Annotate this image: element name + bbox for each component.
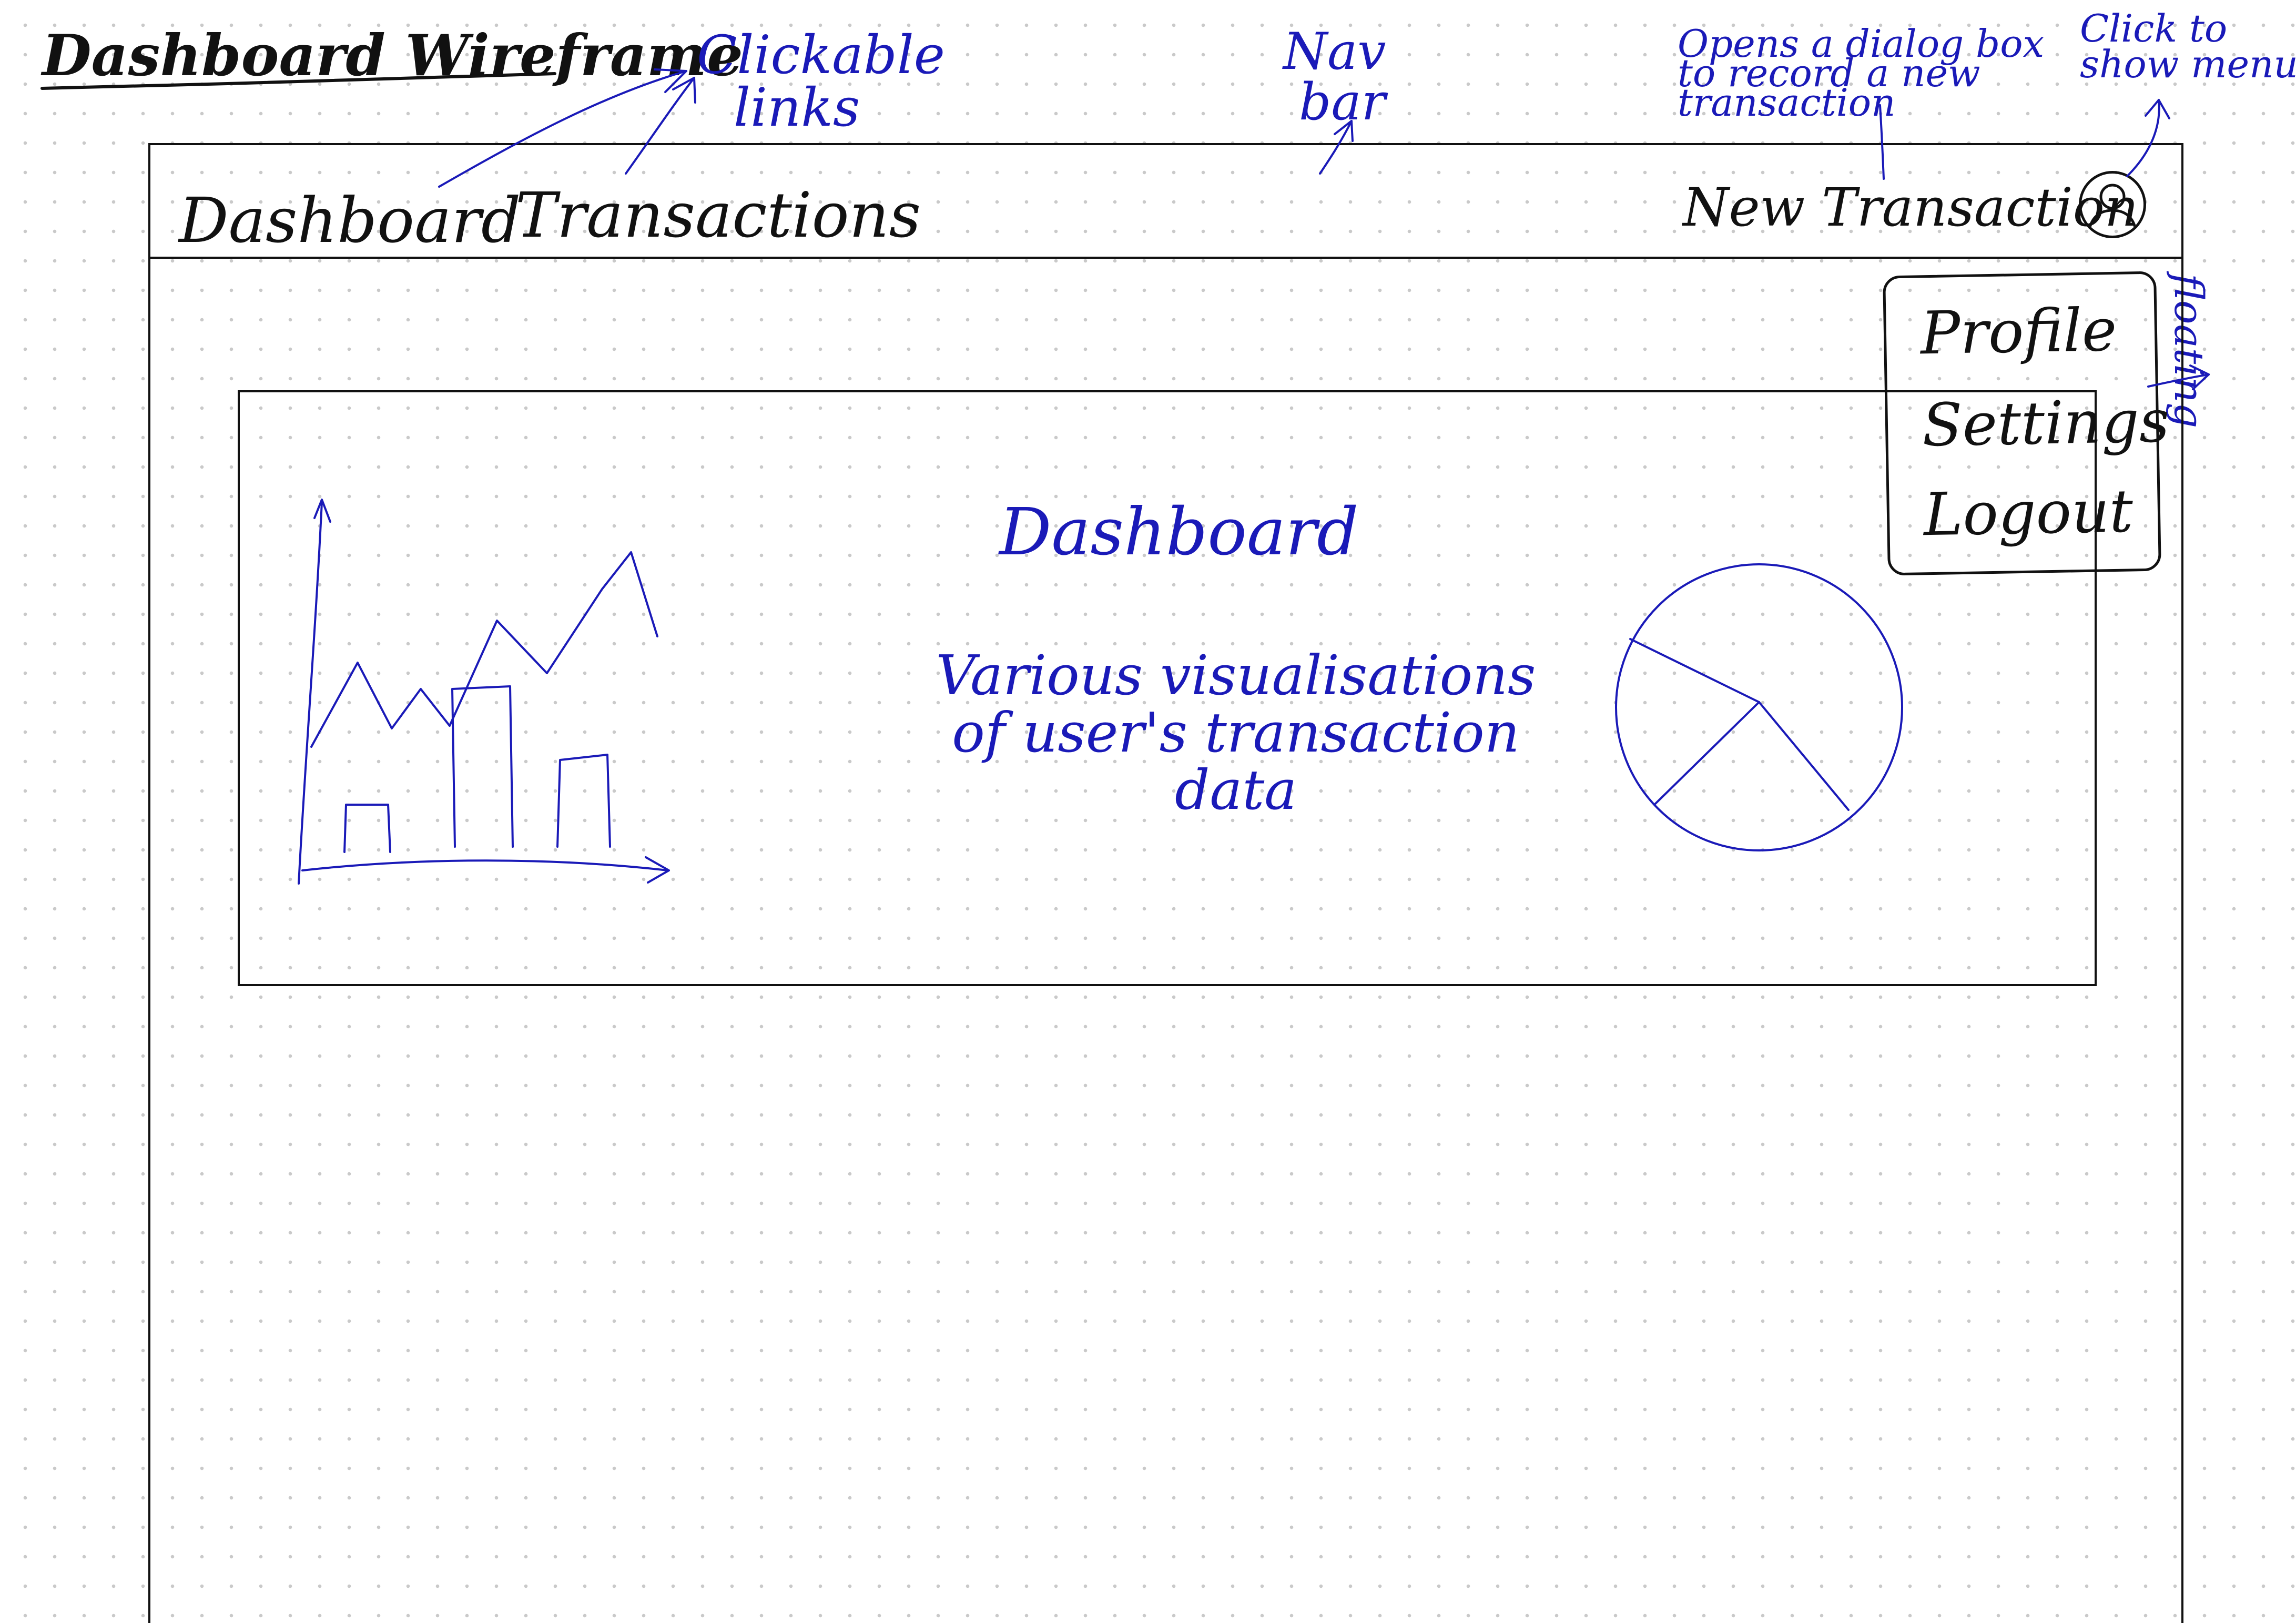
chart-bar bbox=[556, 754, 611, 848]
annotation-new-transaction: Opens a dialog box to record a new trans… bbox=[1678, 22, 2045, 125]
chart-sketch-icon bbox=[298, 499, 670, 885]
annotation-line: to record a new bbox=[1678, 51, 1980, 96]
chart-bar bbox=[451, 685, 514, 848]
arrow-nav-bar bbox=[1319, 120, 1354, 175]
annotation-line: Nav bbox=[1283, 22, 1386, 81]
wireframe-title: Dashboard Wireframe bbox=[42, 23, 743, 89]
title-underline bbox=[40, 72, 556, 90]
annotation-line: Opens a dialog box bbox=[1678, 22, 2045, 66]
chart-x-axis bbox=[301, 859, 669, 871]
annotation-clickable-links: Clickable links bbox=[697, 29, 945, 134]
pie-slice-line bbox=[1654, 701, 1760, 805]
avatar-glyph bbox=[2087, 184, 2138, 233]
arrow-clickable-links-transactions bbox=[625, 77, 696, 175]
annotation-line: Clickable bbox=[697, 24, 945, 86]
pie-chart-circle bbox=[1615, 563, 1903, 851]
annotation-line: Click to bbox=[2080, 6, 2228, 50]
arrow-clickable-links-dashboard bbox=[438, 68, 687, 188]
chart-y-axis bbox=[298, 501, 323, 885]
description-line: data bbox=[1174, 758, 1297, 823]
description-line: Various visualisations bbox=[936, 643, 1536, 707]
pie-slice-line bbox=[1629, 638, 1760, 703]
arrow-floating bbox=[2147, 364, 2210, 390]
arrow-show-menu bbox=[2126, 99, 2170, 177]
user-avatar-icon[interactable] bbox=[2079, 171, 2146, 238]
dashboard-panel bbox=[238, 390, 2097, 986]
pie-slice-line bbox=[1758, 701, 1850, 811]
annotation-nav-bar: Nav bar bbox=[1283, 26, 1386, 127]
new-transaction-button[interactable]: New Transaction bbox=[1683, 177, 2139, 238]
arrow-new-transaction bbox=[1879, 104, 1885, 180]
dashboard-panel-description: Various visualisations of user's transac… bbox=[894, 643, 1578, 823]
annotation-line: transaction bbox=[1678, 80, 1896, 125]
dashboard-panel-title: Dashboard bbox=[999, 494, 1359, 570]
navbar-divider bbox=[148, 257, 2183, 259]
chart-line bbox=[310, 551, 658, 748]
page-frame bbox=[148, 143, 2183, 1623]
annotation-line: bar bbox=[1299, 73, 1386, 131]
annotation-line: show menu bbox=[2080, 42, 2296, 87]
chart-x-axis-arrowhead bbox=[645, 856, 670, 884]
annotation-show-menu: Click to show menu bbox=[2080, 6, 2296, 87]
nav-link-transactions[interactable]: Transactions bbox=[515, 179, 921, 251]
description-line: of user's transaction bbox=[952, 701, 1520, 765]
pie-chart-sketch-icon bbox=[1615, 563, 1903, 851]
annotation-line: links bbox=[734, 77, 860, 138]
chart-bar bbox=[343, 804, 391, 853]
chart-y-axis-arrowhead bbox=[313, 499, 331, 523]
nav-link-dashboard[interactable]: Dashboard bbox=[179, 184, 521, 257]
